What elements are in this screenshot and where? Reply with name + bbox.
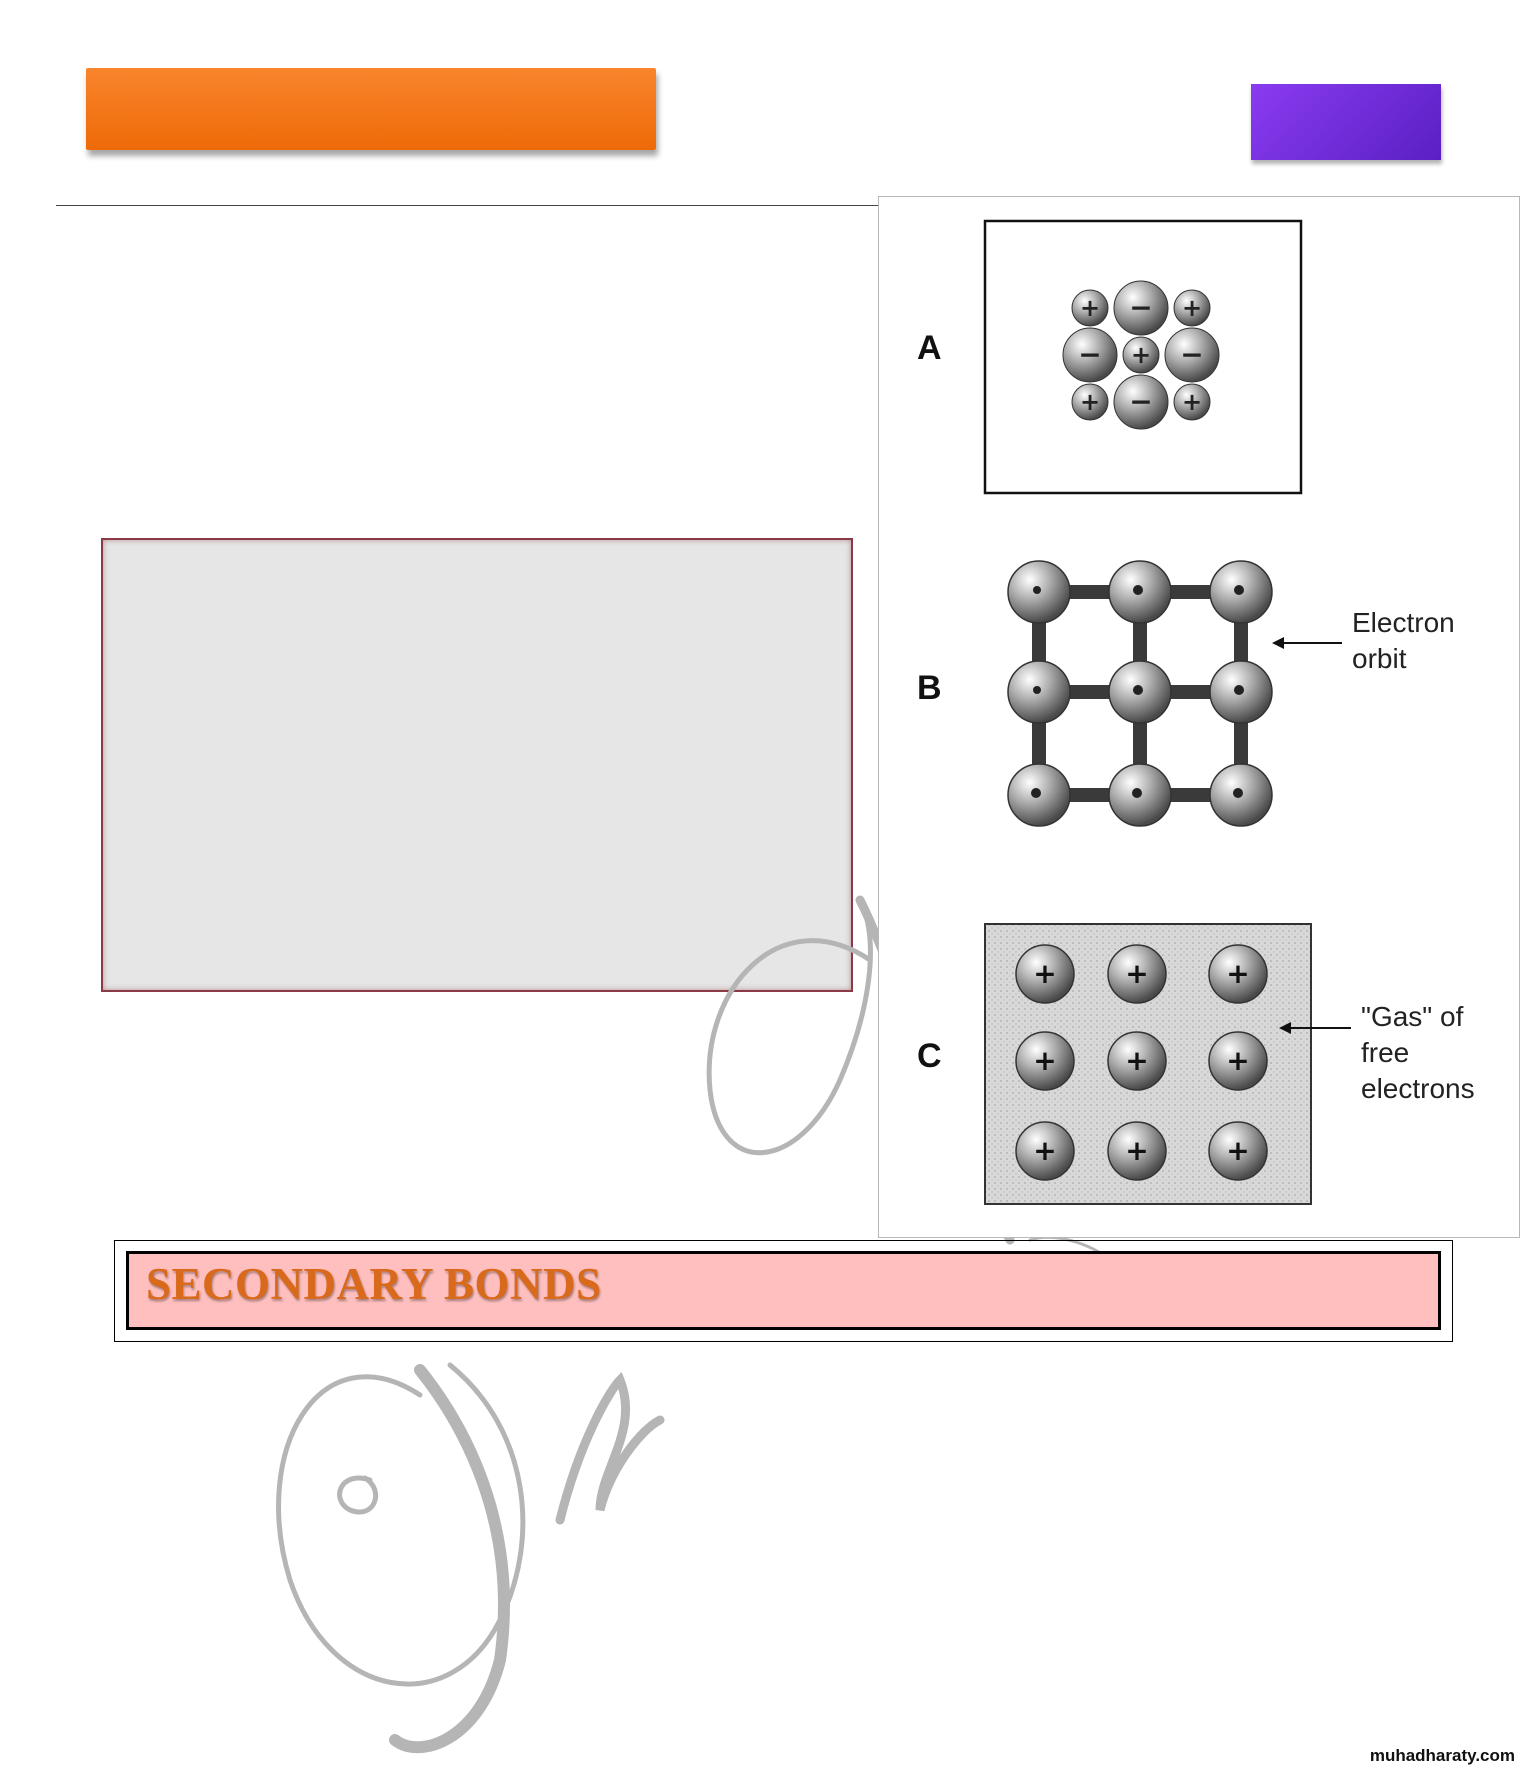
panel-b-covalent-lattice: [1007, 560, 1342, 827]
svg-text:+: +: [1125, 1134, 1148, 1167]
svg-text:+: +: [1033, 1134, 1056, 1167]
header-logo-badge: [1251, 84, 1441, 160]
svg-text:−: −: [1129, 291, 1152, 324]
panel-a-ionic-lattice: + − + − + − + − +: [983, 219, 1303, 495]
svg-text:+: +: [1033, 1044, 1056, 1077]
svg-text:+: +: [1080, 294, 1100, 322]
svg-text:+: +: [1226, 957, 1249, 990]
svg-text:+: +: [1182, 294, 1202, 322]
bonding-figure-panel: + − + − + − + − +: [878, 196, 1520, 1238]
footer-site-name: muhadharaty.com: [1369, 1746, 1515, 1765]
panel-c-label: C: [917, 1037, 942, 1075]
electron-gas-annotation: "Gas" of free electrons: [1361, 1001, 1475, 1104]
svg-text:+: +: [1182, 388, 1202, 416]
svg-text:+: +: [1033, 957, 1056, 990]
panel-c-metallic-lattice: + + + + + + + + +: [984, 923, 1351, 1205]
placeholder-image-box: [101, 538, 853, 992]
svg-text:+: +: [1226, 1134, 1249, 1167]
svg-text:+: +: [1125, 1044, 1148, 1077]
svg-text:−: −: [1129, 385, 1152, 418]
section-heading-bar: [126, 1251, 1441, 1330]
header-banner: [86, 68, 656, 150]
section-heading-title: SECONDARY BONDS: [146, 1259, 602, 1309]
bonding-diagram: + − + − + − + − +: [983, 219, 1351, 1205]
section-heading-frame: [114, 1240, 1453, 1342]
svg-text:+: +: [1226, 1044, 1249, 1077]
header-divider: [56, 205, 878, 206]
panel-a-label: A: [917, 329, 942, 367]
svg-text:+: +: [1131, 341, 1151, 369]
svg-text:+: +: [1080, 388, 1100, 416]
svg-text:−: −: [1180, 338, 1203, 371]
svg-text:−: −: [1078, 338, 1101, 371]
panel-b-label: B: [917, 669, 942, 707]
electron-orbit-annotation: Electron orbit: [1352, 607, 1455, 674]
svg-text:+: +: [1125, 957, 1148, 990]
